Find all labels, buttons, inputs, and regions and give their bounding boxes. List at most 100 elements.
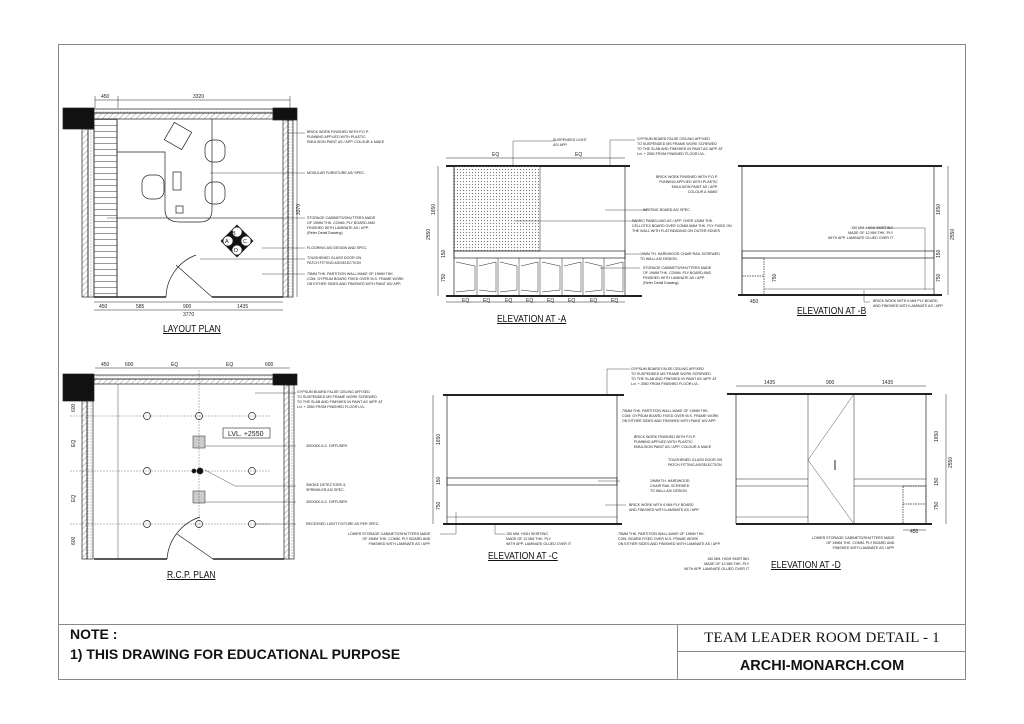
annotation-skirting-2: 150 MM. HIGH SKIRTING MADE OF 12 MM THK.…	[684, 557, 750, 571]
svg-text:1650: 1650	[936, 204, 942, 215]
svg-text:EQ: EQ	[505, 298, 512, 304]
annotation-false-ceiling: GYPSUM BOARD FALSE CEILING AFFIXED TO SU…	[637, 137, 723, 156]
svg-text:EQ: EQ	[483, 298, 490, 304]
svg-text:600: 600	[125, 362, 134, 368]
drawing-sheet-border	[58, 44, 966, 680]
svg-text:1650: 1650	[431, 204, 437, 215]
svg-text:EQ: EQ	[492, 152, 499, 158]
annotation-brickwork: BRICK WORK FINISHED WITH P.O.P. PUNNING …	[656, 175, 718, 194]
svg-text:EQ: EQ	[462, 298, 469, 304]
svg-text:2550: 2550	[426, 229, 432, 240]
annotation-skirting: 150 MM. HIGH SKIRTING MADE OF 12 MM THK.…	[828, 226, 894, 240]
annotation-suspended-light: SUSPENDED LIGHT AS/ APP.	[553, 138, 587, 147]
svg-text:3770: 3770	[183, 312, 194, 318]
annotation-false-ceiling: GYPSUM BOARD FALSE CEILING AFFIXED TO SU…	[297, 390, 383, 409]
layout-plan-title: LAYOUT PLAN	[163, 324, 221, 335]
svg-text:EQ: EQ	[547, 298, 554, 304]
svg-text:450: 450	[750, 299, 759, 305]
note-heading: NOTE :	[70, 626, 118, 642]
svg-text:1650: 1650	[436, 434, 442, 445]
svg-text:450: 450	[101, 94, 110, 100]
annotation-flooring: FLOORING AS/ DESIGN AND SPEC.	[307, 246, 368, 250]
sheet-title: TEAM LEADER ROOM DETAIL - 1	[704, 629, 940, 646]
rcp-plan	[62, 367, 298, 560]
elevation-c	[432, 368, 630, 535]
annotation-chair-rail: 19MM TH. HARDWOOD CHAIR RAIL SCREWED TO …	[640, 252, 720, 261]
layout-plan	[62, 96, 305, 311]
svg-text:EQ: EQ	[568, 298, 575, 304]
annotation-ac-diffuser-2: 300X300 A.C. DIFFUSER	[306, 500, 348, 504]
annotation-partition-wall: 75MM THK. PARTITION WALL MAKE OF 19MM TH…	[307, 272, 404, 286]
svg-text:750: 750	[772, 273, 778, 282]
annotation-glass-door: TOUGHENED GLASS DOOR ON PATCH FITTING AS…	[307, 256, 362, 265]
note-item: 1) THIS DRAWING FOR EDUCATIONAL PURPOSE	[70, 646, 401, 662]
website-label: ARCHI-MONARCH.COM	[739, 658, 905, 674]
svg-text:1435: 1435	[237, 304, 248, 310]
annotation-brickwork-ply: BRICK WORK WITH 6 MM PLY BOARD AND FINIS…	[873, 299, 944, 308]
svg-text:EQ: EQ	[171, 362, 178, 368]
svg-text:600: 600	[71, 536, 77, 545]
elevation-d	[727, 385, 947, 531]
title-block-website: ARCHI-MONARCH.COM	[677, 652, 966, 680]
svg-text:2550: 2550	[950, 229, 956, 240]
rcp-plan-title: R.C.P. PLAN	[167, 570, 216, 581]
svg-text:450: 450	[99, 304, 108, 310]
elevation-b-title: ELEVATION AT -B	[797, 306, 867, 317]
svg-text:1435: 1435	[764, 380, 775, 386]
svg-text:750: 750	[436, 501, 442, 510]
annotation-lower-storage: LOWER STORAGE CABINETS/SHUTTERS MADE OF …	[348, 532, 431, 546]
elevation-b	[738, 165, 949, 303]
annotation-brickwork: BRICK WORK FINISHED WITH P.O.P. PUNNING …	[634, 435, 712, 449]
svg-text:1435: 1435	[882, 380, 893, 386]
annotation-storage-cabinets: STORAGE CABINETS/SHUTTERS MADE OF 19MM T…	[307, 216, 376, 235]
svg-text:LVL. +2550: LVL. +2550	[228, 431, 264, 438]
annotation-skirting: 150 MM. HIGH SKIRTING MADE OF 12 MM THK.…	[506, 532, 572, 546]
svg-text:1650: 1650	[934, 431, 940, 442]
elevation-c-title: ELEVATION AT -C	[488, 551, 558, 562]
title-block-title: TEAM LEADER ROOM DETAIL - 1	[677, 624, 966, 652]
svg-text:2550: 2550	[948, 457, 954, 468]
svg-text:750: 750	[936, 273, 942, 282]
svg-text:450: 450	[910, 529, 919, 535]
annotation-writing-board: WRITING BOARD AS/ SPEC.	[643, 208, 691, 212]
svg-text:900: 900	[183, 304, 192, 310]
svg-text:EQ: EQ	[71, 495, 77, 502]
svg-text:EQ: EQ	[526, 298, 533, 304]
svg-text:150: 150	[934, 477, 940, 486]
svg-text:750: 750	[934, 501, 940, 510]
svg-text:EQ: EQ	[611, 298, 618, 304]
svg-text:600: 600	[265, 362, 274, 368]
svg-text:EQ: EQ	[590, 298, 597, 304]
svg-text:750: 750	[441, 273, 447, 282]
svg-text:585: 585	[136, 304, 145, 310]
svg-text:150: 150	[936, 249, 942, 258]
annotation-partition-wall: 75MM THK. PARTITION WALL MAKE OF 19MM TH…	[622, 409, 719, 423]
annotation-partition-wall-laminate: 75MM THK. PARTITION WALL MAKE OF 19MM TH…	[618, 532, 721, 546]
elevation-d-title: ELEVATION AT -D	[771, 560, 841, 571]
annotation-storage-cabinets: STORAGE CABINETS/SHUTTERS MADE OF 19MM T…	[643, 266, 712, 285]
elevation-a	[437, 139, 648, 303]
svg-text:C: C	[243, 239, 247, 245]
svg-text:3320: 3320	[193, 94, 204, 100]
elevation-a-title: ELEVATION AT -A	[497, 314, 567, 325]
annotation-false-ceiling: GYPSUM BOARD FALSE CEILING AFFIXED TO SU…	[631, 367, 717, 386]
svg-text:900: 900	[826, 380, 835, 386]
annotation-glass-door: TOUGHENED GLASS DOOR ON PATCH FITTING AS…	[668, 458, 723, 467]
svg-text:A: A	[225, 239, 229, 245]
section-marker-icon	[220, 224, 254, 258]
svg-text:3370: 3370	[296, 204, 302, 215]
annotation-lower-storage: LOWER STORAGE CABINETS/SHUTTERS MADE OF …	[812, 536, 895, 550]
svg-text:450: 450	[101, 362, 110, 368]
svg-text:B: B	[232, 231, 236, 237]
annotation-ac-diffuser: 300X300 A.C. DIFFUSER	[306, 444, 348, 448]
svg-text:EQ: EQ	[71, 440, 77, 447]
title-block-notes	[58, 624, 677, 680]
svg-text:600: 600	[71, 403, 77, 412]
svg-text:150: 150	[441, 249, 447, 258]
svg-text:EQ: EQ	[226, 362, 233, 368]
svg-text:150: 150	[436, 476, 442, 485]
